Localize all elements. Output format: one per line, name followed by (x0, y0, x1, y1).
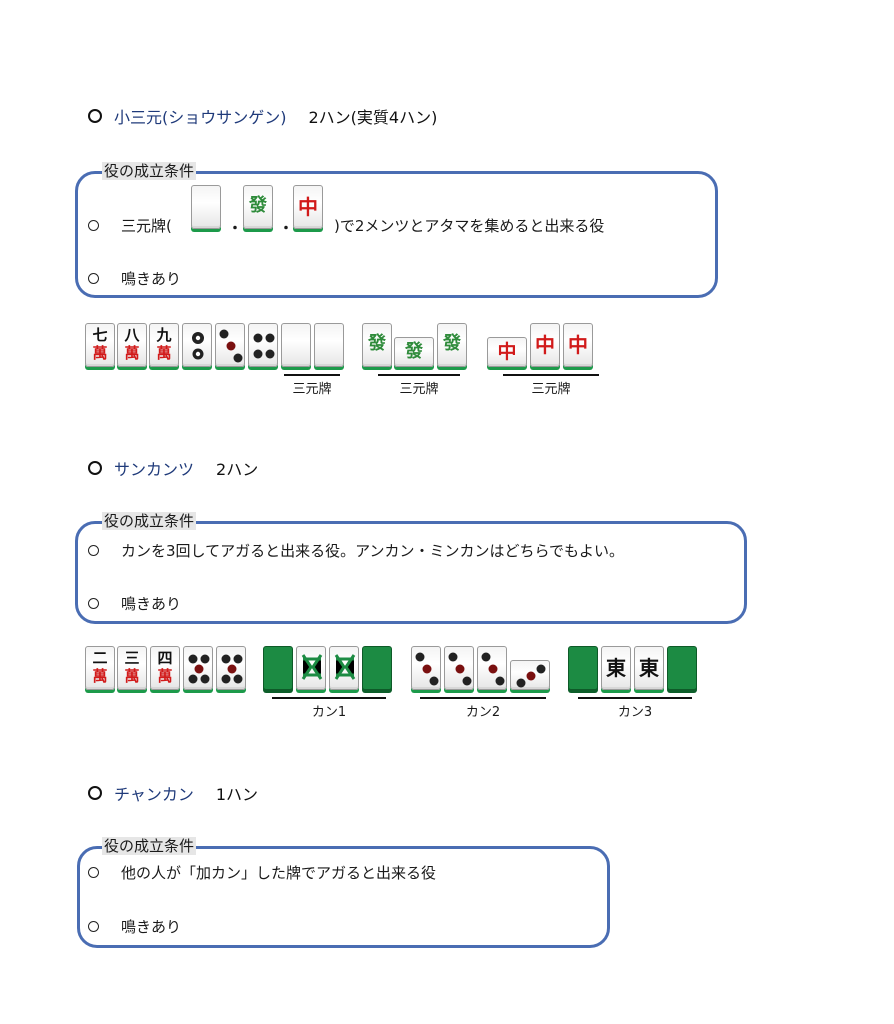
circle-bullet-icon (88, 273, 99, 284)
condition-text: 他の人が「加カン」した牌でアガると出来る役 (121, 864, 437, 882)
tile-hatsu: 發 (362, 323, 392, 367)
tile-3-pin (411, 646, 441, 690)
bullet-icon (88, 461, 102, 475)
tile-4-man: 四 萬 (150, 646, 180, 690)
circle-bullet-icon (88, 867, 99, 878)
tile-3-pin (477, 646, 507, 690)
group-label: カン3 (617, 705, 653, 720)
tile-3-pin-sideways (510, 660, 550, 690)
condition-line: 他の人が「加カン」した牌でアガると出来る役 (88, 862, 436, 883)
group-underline (503, 374, 599, 376)
tile-4-pin (248, 323, 278, 367)
tile-chun: 中 (563, 323, 593, 367)
heading-sankantsu: サンカンツ 2ハン (88, 456, 258, 480)
group-label: 三元牌 (399, 382, 439, 397)
separator-dot: ・ (228, 221, 242, 237)
condition-text-prefix: 三元牌( (121, 217, 172, 235)
condition-title: 役の成立条件 (102, 837, 197, 855)
yaku-name: チャンカン (114, 785, 194, 804)
condition-title: 役の成立条件 (102, 162, 197, 180)
yaku-han: 1ハン (215, 785, 259, 804)
tile-2-man: 二 萬 (85, 646, 115, 690)
condition-line: 鳴きあり (88, 268, 181, 289)
condition-text: 鳴きあり (121, 595, 182, 613)
tile-2-pin (182, 323, 212, 367)
tile-3-man: 三 萬 (117, 646, 147, 690)
condition-title: 役の成立条件 (102, 512, 197, 530)
circle-bullet-icon (88, 545, 99, 556)
group-underline (420, 697, 546, 699)
tile-back (568, 646, 598, 690)
tile-hatsu-sideways: 發 (394, 337, 434, 367)
group-label: カン2 (465, 705, 501, 720)
tile-chun: 中 (530, 323, 560, 367)
tile-back (667, 646, 697, 690)
tile-3-pin (444, 646, 474, 690)
tile-chun: 中 (293, 185, 323, 229)
tile-haku (191, 185, 221, 229)
group-underline (284, 374, 340, 376)
yaku-han: 2ハン(実質4ハン) (308, 108, 438, 127)
tile-5-pin (216, 646, 246, 690)
heading-shousangen: 小三元(ショウサンゲン) 2ハン(実質4ハン) (88, 104, 437, 128)
condition-box (77, 846, 610, 948)
tile-5-pin (183, 646, 213, 690)
condition-text: カンを3回してアガると出来る役。アンカン・ミンカンはどちらでもよい。 (121, 542, 625, 560)
group-underline (272, 697, 386, 699)
yaku-name: サンカンツ (114, 460, 195, 479)
yaku-han: 2ハン (216, 460, 259, 479)
tile-3-pin (215, 323, 245, 367)
condition-text: 鳴きあり (121, 918, 182, 936)
condition-line: 鳴きあり (88, 916, 181, 937)
condition-box (75, 171, 718, 298)
group-label: 三元牌 (292, 382, 332, 397)
group-underline (378, 374, 460, 376)
tile-7-man: 七 萬 (85, 323, 115, 367)
condition-box (75, 521, 747, 624)
group-label: 三元牌 (531, 382, 571, 397)
condition-line: 三元牌( (88, 215, 172, 236)
separator-dot: ・ (279, 221, 293, 237)
tile-haku (314, 323, 344, 367)
tile-9-man: 九 萬 (149, 323, 179, 367)
heading-chankan: チャンカン 1ハン (88, 781, 258, 805)
condition-line: カンを3回してアガると出来る役。アンカン・ミンカンはどちらでもよい。 (88, 540, 624, 561)
bullet-icon (88, 786, 102, 800)
tile-8-sou (329, 646, 359, 690)
tile-back (263, 646, 293, 690)
tile-back (362, 646, 392, 690)
tile-chun-sideways: 中 (487, 337, 527, 367)
yaku-name: 小三元(ショウサンゲン) (114, 108, 287, 127)
circle-bullet-icon (88, 921, 99, 932)
tile-8-sou (296, 646, 326, 690)
bullet-icon (88, 109, 102, 123)
tile-hatsu: 發 (243, 185, 273, 229)
circle-bullet-icon (88, 220, 99, 231)
condition-text: 鳴きあり (121, 270, 182, 288)
tile-east: 東 (634, 646, 664, 690)
group-label: カン1 (311, 705, 347, 720)
circle-bullet-icon (88, 598, 99, 609)
tile-haku (281, 323, 311, 367)
condition-text-suffix: )で2メンツとアタマを集めると出来る役 (334, 217, 605, 235)
group-underline (578, 697, 692, 699)
tile-hatsu: 發 (437, 323, 467, 367)
condition-line: 鳴きあり (88, 593, 181, 614)
tile-8-man: 八 萬 (117, 323, 147, 367)
tile-east: 東 (601, 646, 631, 690)
